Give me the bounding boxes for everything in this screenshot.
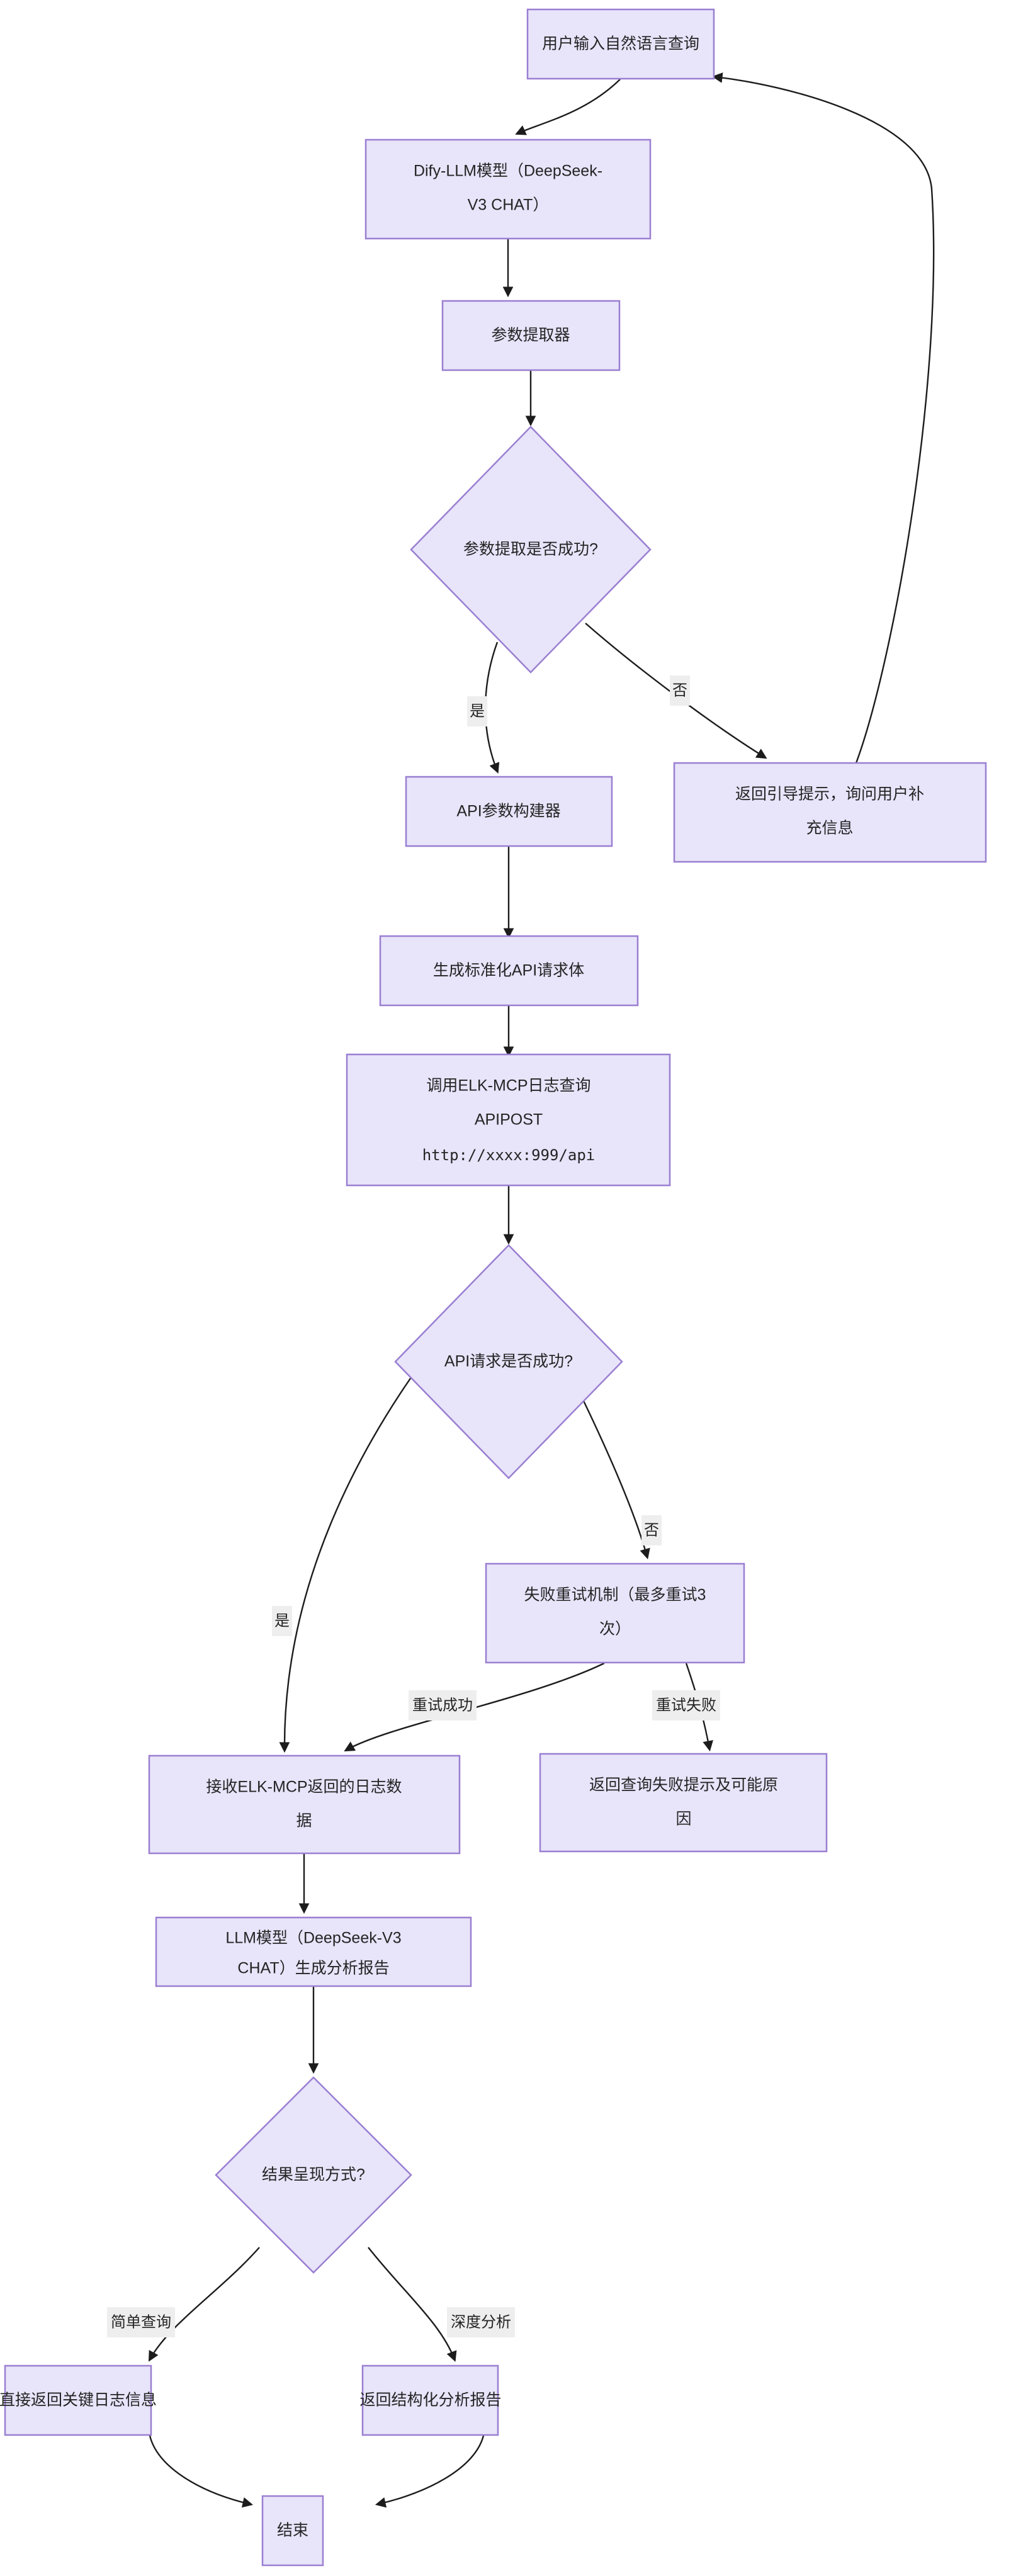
edge-deepout-to-end [375, 2435, 485, 2508]
node-receive-log-data-label-line2: 据 [296, 1812, 312, 1830]
node-api-param-builder-label: API参数构建器 [456, 803, 560, 820]
node-start-shape[interactable] [526, 8, 715, 80]
node-dify-llm[interactable]: Dify-LLM模型（DeepSeek- V3 CHAT） [364, 138, 652, 240]
node-retry-mechanism-shape[interactable] [485, 1562, 745, 1664]
node-return-structured-report[interactable]: 返回结构化分析报告 [359, 2364, 502, 2436]
node-param-extractor-shape[interactable] [441, 300, 621, 371]
node-dify-llm-label-line2: V3 CHAT） [468, 196, 549, 214]
edge-labels-layer: 是 否 是 否 重试成功 重试失败 简单查询 深度分析 [107, 675, 720, 2337]
node-retry-mechanism[interactable]: 失败重试机制（最多重试3 次） [485, 1562, 745, 1664]
node-llm-generate-report-shape[interactable] [155, 1916, 472, 1987]
node-start[interactable]: 用户输入自然语言查询 [526, 8, 715, 80]
node-return-key-log-info-shape[interactable] [4, 2364, 152, 2436]
node-api-param-builder-shape[interactable] [405, 776, 613, 847]
node-dify-llm-shape[interactable] [364, 138, 652, 240]
node-return-failure-message[interactable]: 返回查询失败提示及可能原 因 [539, 1753, 828, 1853]
edge-label-retry-failure-text: 重试失败 [656, 1697, 716, 1714]
node-return-failure-message-label-line2: 因 [675, 1811, 691, 1828]
node-return-guide-prompt[interactable]: 返回引导提示，询问用户补 充信息 [673, 762, 987, 863]
node-call-elk-mcp-api-shape[interactable] [346, 1053, 671, 1187]
node-call-elk-mcp-api-label-line3: http://xxxx:999/api [422, 1146, 596, 1164]
node-return-key-log-info-label: 直接返回关键日志信息 [0, 2392, 157, 2409]
edge-label-extract-no-text: 否 [672, 682, 687, 699]
edge-label-deep-analysis-text: 深度分析 [451, 2313, 511, 2330]
edge-label-retry-failure: 重试失败 [652, 1690, 720, 1720]
node-return-guide-prompt-label-line2: 充信息 [806, 820, 853, 837]
node-generate-api-request-body[interactable]: 生成标准化API请求体 [379, 935, 639, 1007]
edge-label-deep-analysis-bg [447, 2307, 515, 2337]
node-call-elk-mcp-api[interactable]: 调用ELK-MCP日志查询 APIPOST http://xxxx:999/ap… [346, 1053, 671, 1187]
edge-label-extract-yes-bg [467, 696, 487, 726]
node-presentation-mode-decision-shape[interactable] [215, 2076, 412, 2274]
edge-label-simple-query: 简单查询 [107, 2307, 175, 2337]
node-return-guide-prompt-shape[interactable] [673, 762, 987, 863]
node-end-shape[interactable] [261, 2495, 324, 2567]
edge-label-api-yes: 是 [272, 1606, 292, 1636]
node-receive-log-data-label-line1: 接收ELK-MCP返回的日志数 [206, 1778, 402, 1796]
edge-label-extract-no-bg [670, 675, 690, 706]
node-generate-api-request-body-shape[interactable] [379, 935, 639, 1007]
edge-label-simple-query-bg [107, 2307, 175, 2337]
node-extract-success-decision-shape[interactable] [410, 426, 652, 674]
edge-label-api-no-text: 否 [644, 1522, 659, 1539]
edge-guide-to-start [711, 72, 935, 764]
node-llm-generate-report-label-line1: LLM模型（DeepSeek-V3 [225, 1929, 401, 1947]
edge-label-retry-success: 重试成功 [409, 1690, 477, 1720]
edge-label-extract-yes-text: 是 [470, 703, 485, 720]
node-llm-generate-report[interactable]: LLM模型（DeepSeek-V3 CHAT）生成分析报告 [155, 1916, 472, 1987]
edge-label-retry-failure-bg [652, 1690, 720, 1720]
node-call-elk-mcp-api-label-line2: APIPOST [475, 1111, 543, 1129]
node-presentation-mode-decision-label: 结果呈现方式? [262, 2166, 365, 2184]
node-return-failure-message-shape[interactable] [539, 1753, 828, 1853]
node-api-success-decision-label: API请求是否成功? [444, 1353, 573, 1370]
node-presentation-mode-decision[interactable]: 结果呈现方式? [215, 2076, 412, 2274]
edge-label-retry-success-bg [409, 1690, 477, 1720]
node-param-extractor[interactable]: 参数提取器 [441, 300, 621, 371]
node-call-elk-mcp-api-label-line1: 调用ELK-MCP日志查询 [426, 1077, 590, 1095]
node-return-structured-report-label: 返回结构化分析报告 [359, 2392, 501, 2409]
node-return-key-log-info[interactable]: 直接返回关键日志信息 [0, 2364, 157, 2436]
node-param-extractor-label: 参数提取器 [491, 327, 570, 344]
node-receive-log-data-shape[interactable] [148, 1754, 461, 1855]
node-end[interactable]: 结束 [261, 2495, 324, 2567]
node-api-success-decision-shape[interactable] [394, 1244, 623, 1479]
node-return-structured-report-shape[interactable] [361, 2364, 499, 2436]
edge-presentmode-to-simpleout [148, 2247, 260, 2362]
node-return-guide-prompt-label-line1: 返回引导提示，询问用户补 [735, 786, 924, 803]
node-retry-mechanism-label-line2: 次） [599, 1620, 631, 1638]
node-extract-success-decision[interactable]: 参数提取是否成功? [410, 426, 652, 674]
edge-label-api-yes-text: 是 [274, 1612, 290, 1629]
node-generate-api-request-body-label: 生成标准化API请求体 [433, 962, 584, 980]
edge-label-extract-yes: 是 [467, 696, 487, 726]
edge-label-retry-success-text: 重试成功 [412, 1697, 473, 1714]
node-return-failure-message-label-line1: 返回查询失败提示及可能原 [589, 1777, 778, 1794]
node-end-label: 结束 [277, 2522, 308, 2539]
edge-label-simple-query-text: 简单查询 [111, 2313, 171, 2330]
node-extract-success-decision-label: 参数提取是否成功? [463, 541, 598, 558]
edge-label-extract-no: 否 [670, 675, 690, 706]
edge-simpleout-to-end [149, 2435, 254, 2508]
node-llm-generate-report-label-line2: CHAT）生成分析报告 [237, 1960, 389, 1977]
edge-label-api-no: 否 [641, 1515, 662, 1545]
node-api-success-decision[interactable]: API请求是否成功? [394, 1244, 623, 1479]
node-dify-llm-label-line1: Dify-LLM模型（DeepSeek- [414, 162, 602, 180]
edge-apiok-to-recvlogs [279, 1353, 429, 1753]
edge-label-deep-analysis: 深度分析 [447, 2307, 515, 2337]
node-retry-mechanism-label-line1: 失败重试机制（最多重试3 [524, 1586, 706, 1604]
edge-label-api-yes-bg [272, 1606, 292, 1636]
node-api-param-builder[interactable]: API参数构建器 [405, 776, 613, 847]
edge-label-api-no-bg [641, 1515, 662, 1545]
node-receive-log-data[interactable]: 接收ELK-MCP返回的日志数 据 [148, 1754, 461, 1855]
node-start-label: 用户输入自然语言查询 [542, 35, 699, 53]
edge-start-to-dify [515, 79, 621, 135]
edge-presentmode-to-deepout [368, 2247, 457, 2362]
